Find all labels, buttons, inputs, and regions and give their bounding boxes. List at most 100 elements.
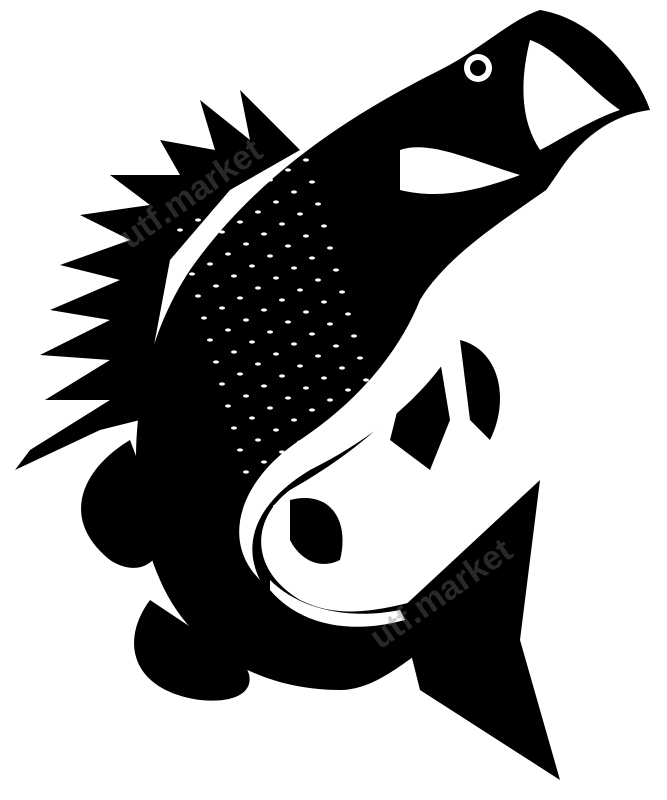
scale-mark — [285, 320, 291, 324]
scale-mark — [267, 330, 273, 334]
scale-mark — [327, 398, 333, 402]
scale-mark — [231, 350, 237, 354]
scale-mark — [255, 514, 261, 518]
scale-mark — [201, 316, 207, 320]
scale-mark — [195, 294, 201, 298]
scale-mark — [339, 366, 345, 370]
scale-mark — [321, 300, 327, 304]
scale-mark — [321, 376, 327, 380]
scale-mark — [279, 450, 285, 454]
scale-mark — [267, 406, 273, 410]
scale-mark — [261, 308, 267, 312]
gill-highlight — [400, 147, 520, 195]
scale-mark — [219, 230, 225, 234]
scale-mark — [315, 354, 321, 358]
scale-mark — [303, 158, 309, 162]
scale-mark — [273, 352, 279, 356]
scale-mark — [237, 296, 243, 300]
scale-mark — [291, 494, 297, 498]
scale-mark — [315, 202, 321, 206]
scale-mark — [219, 306, 225, 310]
scale-mark — [267, 482, 273, 486]
pupil — [470, 60, 486, 76]
scale-mark — [237, 448, 243, 452]
scale-mark — [261, 460, 267, 464]
scale-mark — [231, 274, 237, 278]
rear-fin — [460, 340, 500, 440]
scale-mark — [249, 188, 255, 192]
scale-mark — [327, 322, 333, 326]
scale-mark — [279, 298, 285, 302]
scale-mark — [285, 396, 291, 400]
scale-mark — [315, 430, 321, 434]
scale-mark — [177, 228, 183, 232]
scale-mark — [315, 278, 321, 282]
scale-mark — [243, 394, 249, 398]
scale-mark — [291, 342, 297, 346]
pectoral-fin — [240, 290, 420, 380]
scale-mark — [273, 200, 279, 204]
scale-mark — [201, 240, 207, 244]
scale-mark — [243, 470, 249, 474]
anal-fin — [134, 600, 250, 701]
scale-mark — [285, 168, 291, 172]
scale-mark — [303, 234, 309, 238]
scale-mark — [255, 286, 261, 290]
scale-mark — [291, 266, 297, 270]
scale-mark — [273, 504, 279, 508]
scale-mark — [267, 254, 273, 258]
scale-mark — [309, 408, 315, 412]
scale-mark — [195, 218, 201, 222]
scale-mark — [285, 244, 291, 248]
fish-body — [136, 10, 650, 690]
scale-mark — [303, 462, 309, 466]
scale-mark — [369, 400, 375, 404]
scale-mark — [207, 338, 213, 342]
tail-fin — [400, 480, 560, 780]
scale-mark — [213, 360, 219, 364]
scale-mark — [303, 386, 309, 390]
scale-mark — [291, 190, 297, 194]
scale-mark — [213, 208, 219, 212]
scale-mark — [321, 452, 327, 456]
scale-pattern — [177, 158, 381, 518]
scale-mark — [231, 426, 237, 430]
scale-mark — [237, 372, 243, 376]
scale-mark — [249, 492, 255, 496]
scale-mark — [225, 252, 231, 256]
scale-mark — [333, 344, 339, 348]
scale-mark — [351, 410, 357, 414]
scale-mark — [225, 404, 231, 408]
scale-mark — [225, 328, 231, 332]
scale-mark — [189, 272, 195, 276]
scale-mark — [207, 262, 213, 266]
scale-mark — [297, 212, 303, 216]
scale-mark — [357, 356, 363, 360]
scale-mark — [243, 318, 249, 322]
scale-mark — [255, 438, 261, 442]
scale-mark — [183, 250, 189, 254]
scale-mark — [285, 472, 291, 476]
mouth-highlight — [523, 40, 620, 150]
belly-highlight — [239, 180, 560, 580]
scale-mark — [375, 422, 381, 426]
scale-mark — [309, 332, 315, 336]
scale-mark — [249, 416, 255, 420]
scale-mark — [279, 222, 285, 226]
scale-mark — [339, 290, 345, 294]
scale-mark — [309, 256, 315, 260]
scale-mark — [255, 210, 261, 214]
ventral-fin — [390, 360, 450, 470]
scale-mark — [321, 224, 327, 228]
scale-mark — [297, 288, 303, 292]
scale-mark — [333, 268, 339, 272]
scale-mark — [303, 310, 309, 314]
scale-mark — [237, 220, 243, 224]
scale-mark — [273, 276, 279, 280]
scale-mark — [297, 364, 303, 368]
scale-mark — [363, 378, 369, 382]
scale-mark — [345, 312, 351, 316]
scale-mark — [327, 246, 333, 250]
scale-mark — [291, 418, 297, 422]
